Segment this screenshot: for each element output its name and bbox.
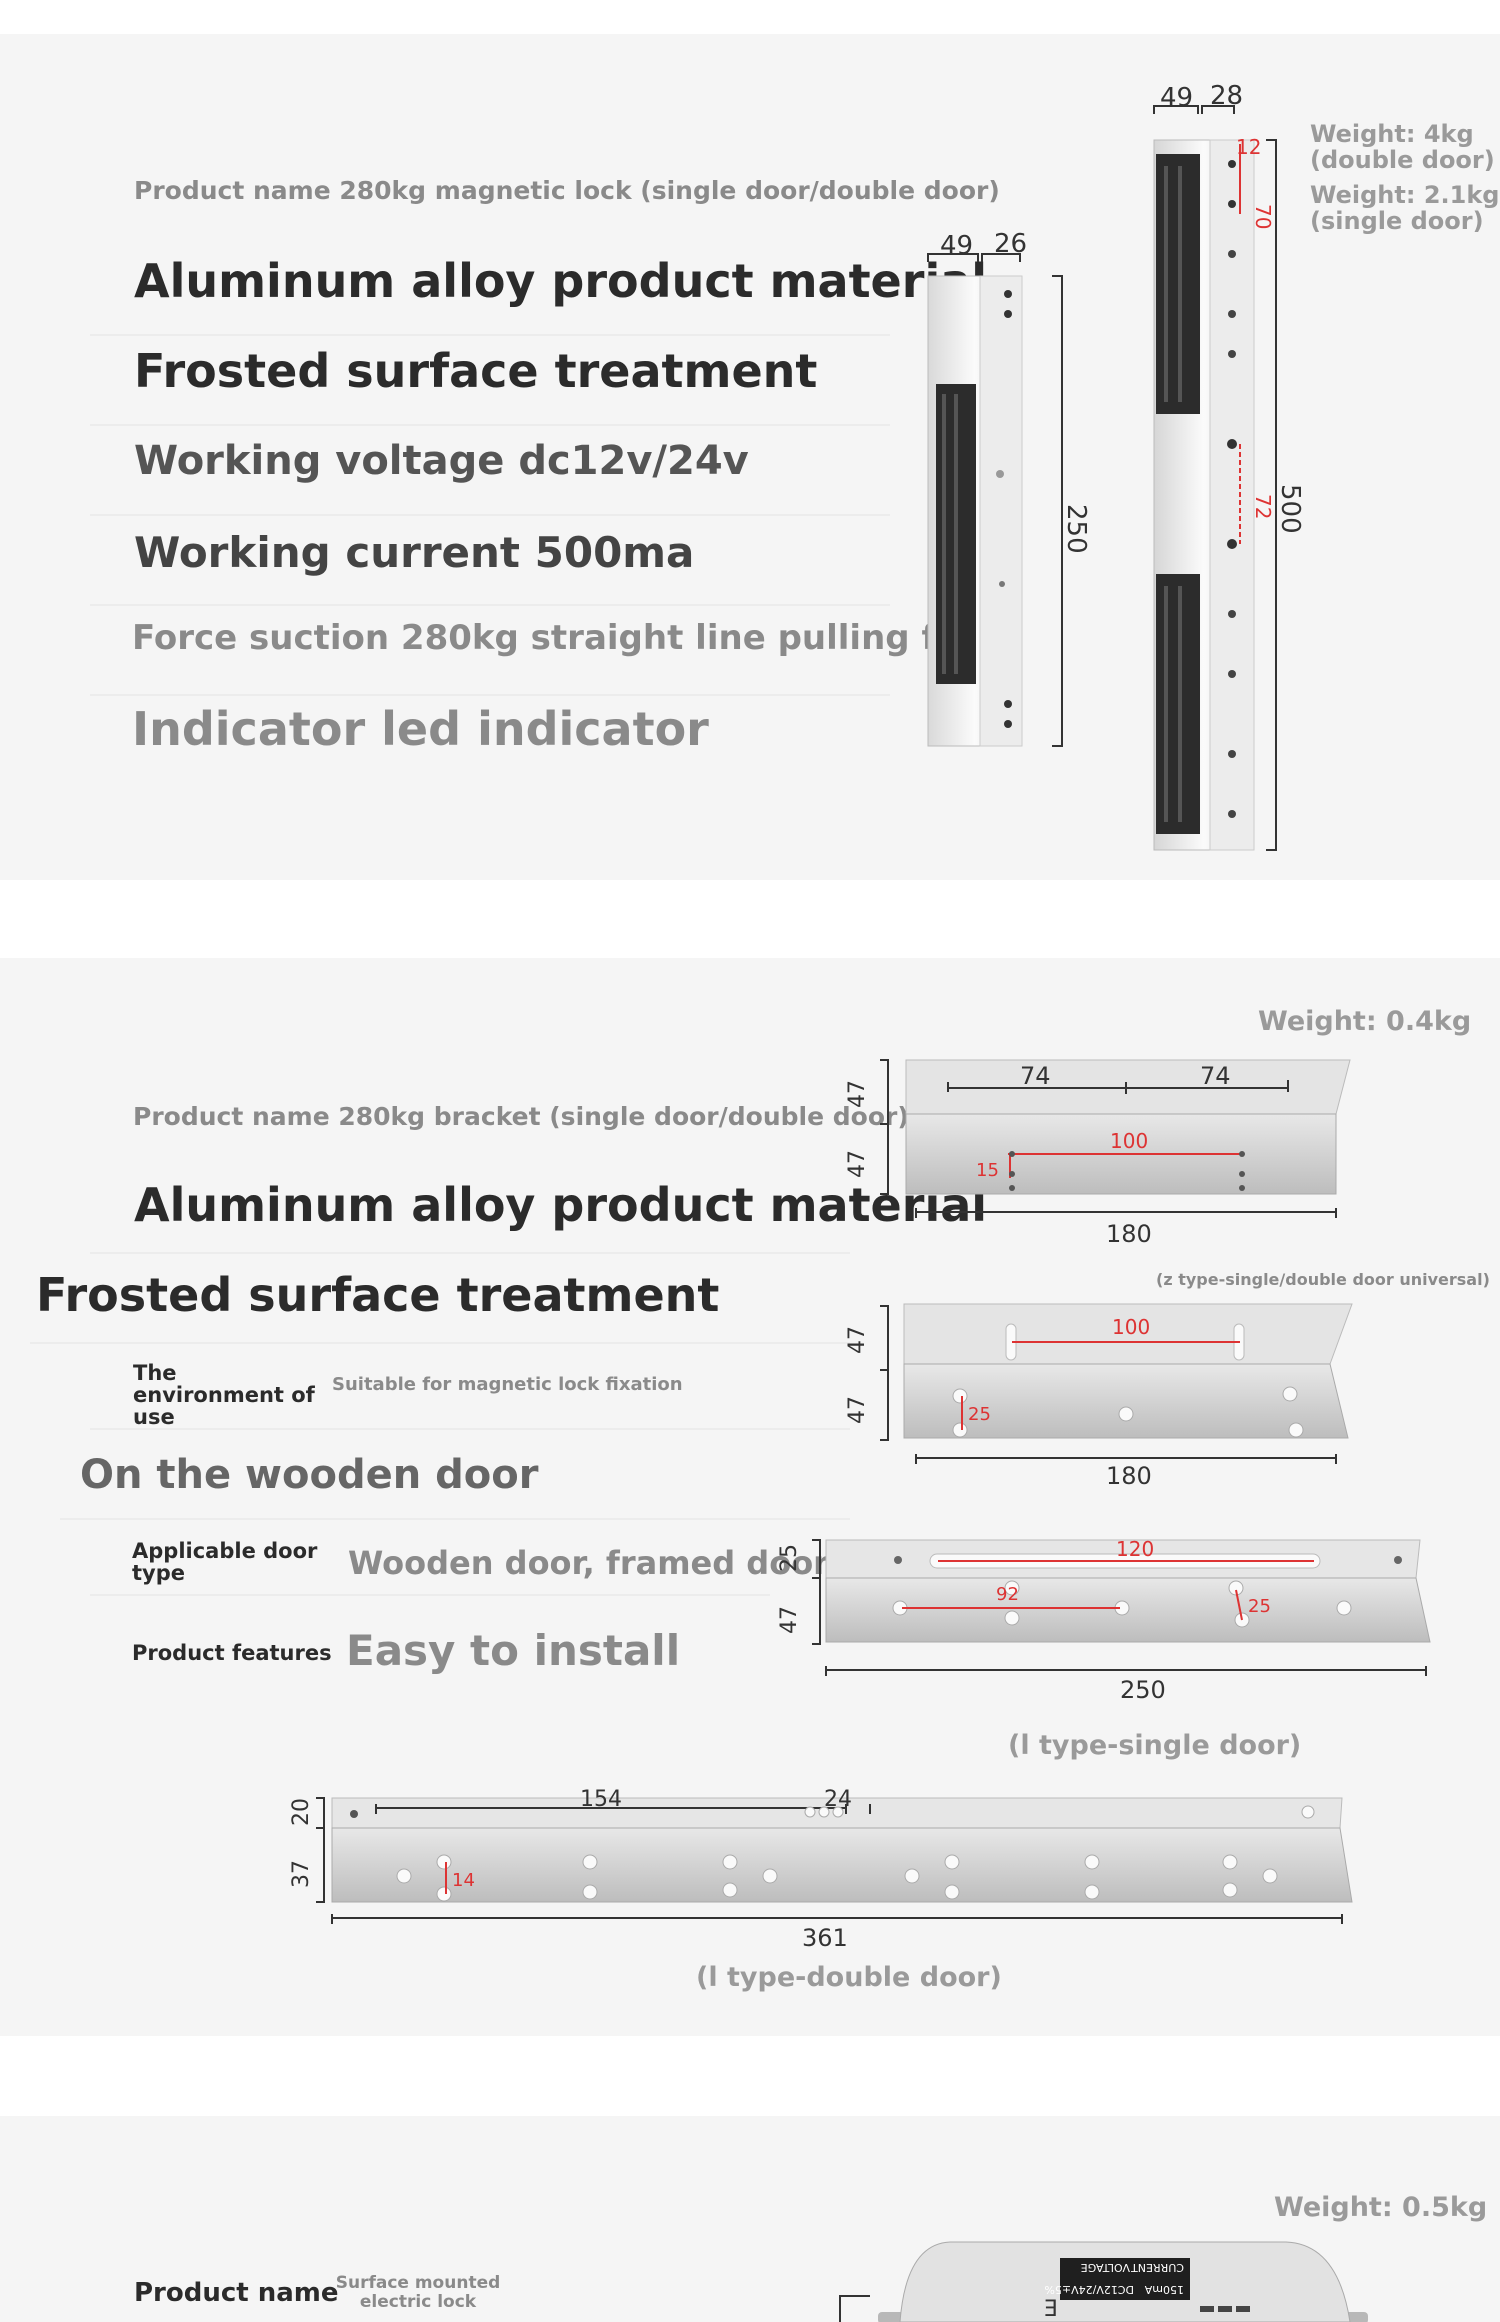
surface-lock-image: VOLTAGE CURRENT DC12V/24V±5% 150mA Ǝ [839, 2241, 1368, 2322]
weight: Weight: 0.4kg [1258, 1006, 1472, 1037]
material-line: Aluminum alloy product material [134, 254, 988, 308]
material-line: Aluminum alloy product material [134, 1178, 988, 1232]
product-name-value: Surface mounted electric lock [335, 2273, 501, 2312]
bracket-l-double-caption: (l type-double door) [696, 1962, 1002, 1993]
bracket-z2-image: 100 25 47 47 180 [845, 1303, 1353, 1490]
dim-height: 500 [1275, 484, 1305, 534]
section-bracket: Weight: 0.4kg Product name 280kg bracket… [0, 958, 1500, 2036]
dim-154: 154 [580, 1787, 622, 1812]
red-dim-72: 72 [1251, 494, 1275, 519]
dim-74b: 74 [1200, 1062, 1231, 1090]
current-line: Working current 500ma [134, 528, 695, 577]
divider [60, 1518, 850, 1520]
divider [90, 514, 890, 516]
dim-37: 37 [289, 1860, 314, 1888]
red-dim-92: 92 [996, 1584, 1019, 1605]
bracket-l-single-caption: (l type-single door) [1008, 1730, 1302, 1761]
divider [90, 424, 890, 426]
divider [90, 1428, 850, 1430]
red-dim-12: 12 [1236, 135, 1261, 159]
voltage-line: Working voltage dc12v/24v [134, 438, 749, 484]
env-label: The environment of use [133, 1361, 315, 1429]
red-dim-15: 15 [976, 1160, 999, 1181]
force-line: Force suction 280kg straight line pullin… [132, 618, 1020, 658]
red-dim-120: 120 [1116, 1537, 1154, 1561]
weight-single: Weight: 2.1kg [1310, 181, 1500, 209]
indicator-line: Indicator led indicator [132, 702, 709, 756]
red-dim-14: 14 [452, 1870, 475, 1891]
dim-width: 49 [940, 231, 973, 261]
divider [90, 334, 890, 336]
surface-line: Frosted surface treatment [36, 1268, 720, 1322]
divider [90, 604, 890, 606]
single-door-lock-image: 49 26 250 [927, 229, 1091, 747]
weight: Weight: 0.5kg [1274, 2192, 1488, 2223]
weight-single-note: (single door) [1310, 207, 1484, 235]
red-dim-100: 100 [1110, 1129, 1148, 1153]
weight-double-note: (double door) [1310, 146, 1495, 174]
product-name: Product name 280kg bracket (single door/… [133, 1102, 909, 1131]
weight-double: Weight: 4kg [1310, 120, 1474, 148]
dim-47: 47 [777, 1606, 802, 1634]
door-type-label: Applicable door type [132, 1539, 318, 1585]
dim-height: 250 [1061, 504, 1091, 554]
surface-line: Frosted surface treatment [134, 344, 818, 398]
value-current: 150mA [1144, 2283, 1184, 2296]
divider [90, 1594, 770, 1596]
dim-47a: 47 [845, 1326, 870, 1354]
bracket-l-double-image: 154 24 14 20 37 361 [289, 1787, 1353, 1952]
red-dim-100: 100 [1112, 1315, 1150, 1339]
dim-47a: 47 [845, 1080, 870, 1108]
double-door-lock-image: 49 28 12 70 72 500 [1153, 81, 1305, 851]
dim-361: 361 [802, 1924, 848, 1952]
label-voltage: VOLTAGE [1081, 2261, 1130, 2274]
divider [30, 1342, 850, 1344]
dim-47b: 47 [845, 1150, 870, 1178]
product-name-label: Product name [134, 2278, 339, 2308]
wooden-door-line: On the wooden door [80, 1452, 539, 1498]
label-current: CURRENT [1131, 2261, 1184, 2274]
features-value: Easy to install [346, 1626, 681, 1675]
env-value: Suitable for magnetic lock fixation [332, 1374, 683, 1395]
value-voltage: DC12V/24V±5% [1044, 2283, 1134, 2296]
dim-25: 25 [777, 1544, 802, 1572]
red-dim-25: 25 [1248, 1596, 1271, 1617]
dim-74a: 74 [1020, 1062, 1051, 1090]
ce-mark: Ǝ [1044, 2297, 1058, 2322]
dim-250: 250 [1120, 1676, 1166, 1704]
divider [90, 694, 890, 696]
bracket-z-image: 74 74 100 15 47 47 180 [845, 1059, 1351, 1248]
dim-20: 20 [289, 1798, 314, 1826]
universal-note: (z type-single/double door universal) [1156, 1270, 1490, 1289]
bracket-l-single-image: 120 92 25 25 47 250 [777, 1537, 1431, 1704]
dim-width: 49 [1160, 83, 1193, 113]
door-type-value: Wooden door, framed door [348, 1544, 829, 1582]
divider [90, 1252, 850, 1254]
dim-180: 180 [1106, 1220, 1152, 1248]
dim-180: 180 [1106, 1462, 1152, 1490]
product-name: Product name 280kg magnetic lock (single… [134, 176, 1000, 205]
red-dim-25: 25 [968, 1404, 991, 1425]
section-magnetic-lock: Product name 280kg magnetic lock (single… [0, 34, 1500, 880]
dim-47b: 47 [845, 1396, 870, 1424]
features-label: Product features [132, 1641, 332, 1665]
section-surface-lock: Weight: 0.5kg Product name Surface mount… [0, 2116, 1500, 2322]
red-dim-70: 70 [1251, 204, 1275, 229]
